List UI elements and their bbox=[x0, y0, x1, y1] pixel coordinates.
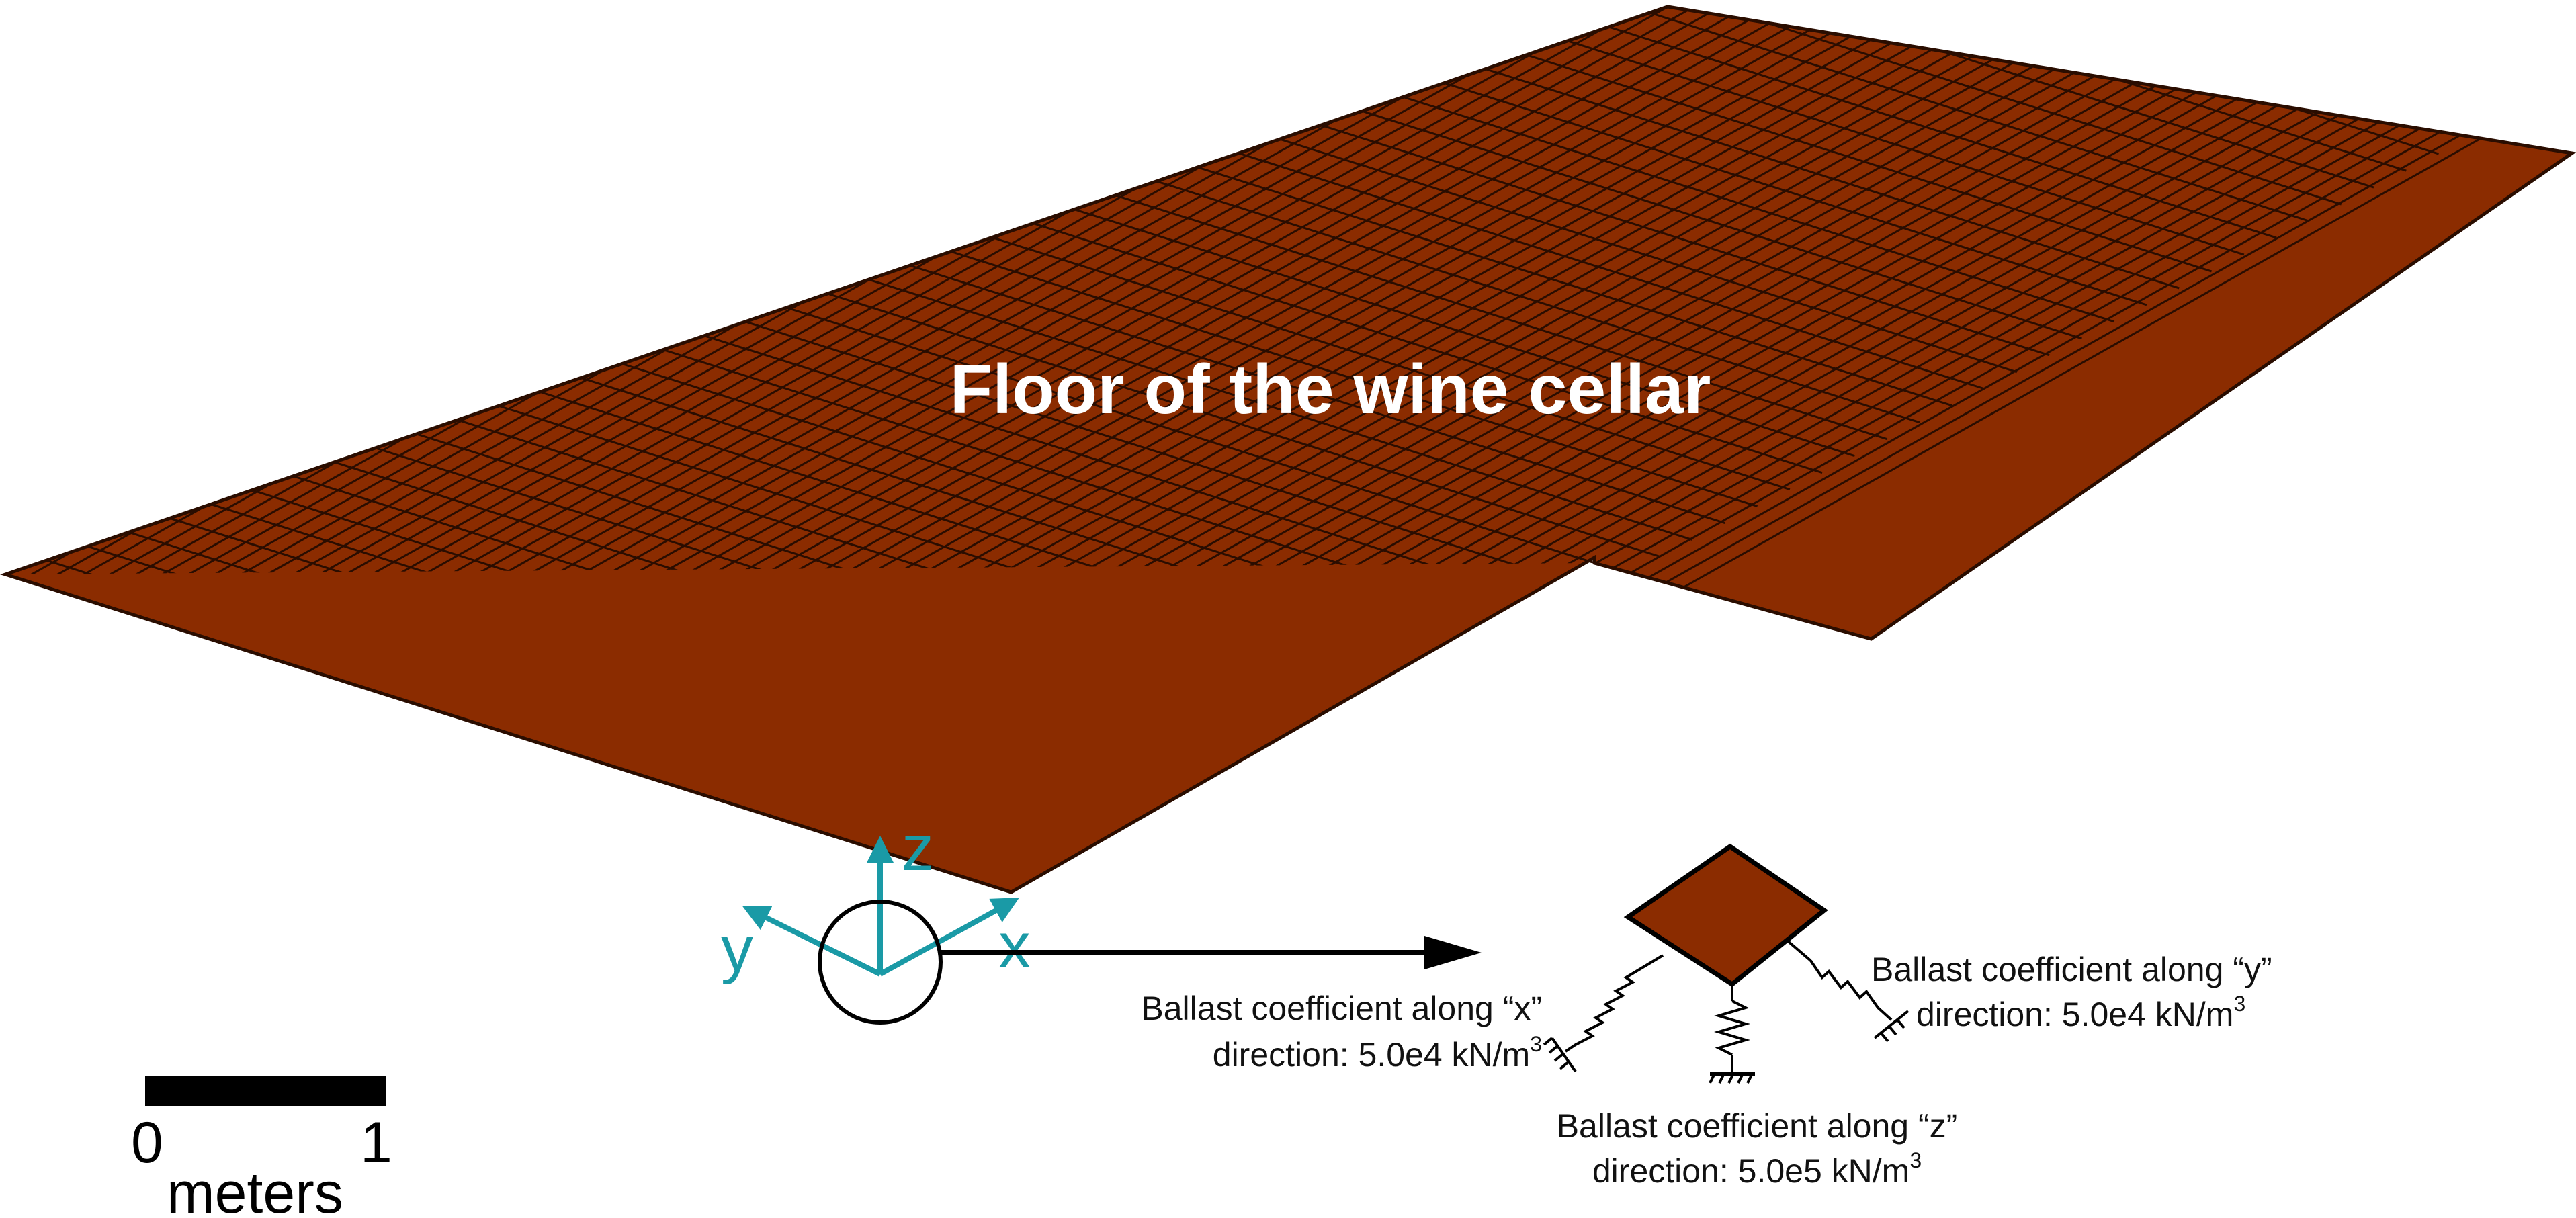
mesh-line-u bbox=[172, 7, 2572, 629]
mesh-line-v bbox=[1072, 7, 2180, 290]
mesh-line-u bbox=[390, 7, 2572, 639]
spring-y bbox=[1786, 939, 1909, 1043]
mesh-line-v bbox=[1202, 7, 2309, 222]
mesh-line-v bbox=[1299, 7, 2407, 172]
axis-label-x: x bbox=[998, 910, 1031, 982]
spring-x bbox=[1543, 954, 1664, 1073]
mesh-line-u bbox=[574, 7, 2572, 639]
ballast-x-note: Ballast coefficient along “x” direction:… bbox=[1141, 990, 1542, 1074]
ballast-x-line1: Ballast coefficient along “x” bbox=[1141, 990, 1542, 1027]
mesh-line-u bbox=[1061, 7, 2572, 639]
ballast-z-line2: direction: 5.0e5 kN/m3 bbox=[1592, 1148, 1922, 1190]
mesh-line-u bbox=[524, 7, 2572, 639]
mesh-line-u bbox=[642, 7, 2572, 639]
mesh-line-v bbox=[1234, 7, 2342, 206]
spring-z bbox=[1709, 984, 1755, 1084]
detail-element bbox=[1623, 843, 1828, 988]
mesh-line-u bbox=[440, 7, 2572, 639]
ballast-z-note: Ballast coefficient along “z” direction:… bbox=[1557, 1107, 1958, 1190]
mesh-line-u bbox=[357, 7, 2572, 639]
mesh-line-u bbox=[457, 7, 2572, 639]
axis-label-z: z bbox=[902, 812, 934, 884]
element-detail bbox=[1543, 843, 1909, 1084]
mesh-line-v bbox=[1169, 7, 2277, 239]
scale-end-label: 1 bbox=[360, 1111, 392, 1175]
ballast-y-line1: Ballast coefficient along “y” bbox=[1871, 951, 2272, 988]
mesh-line-u bbox=[374, 7, 2572, 639]
mesh-line-u bbox=[507, 7, 2572, 639]
mesh-line-u bbox=[608, 7, 2572, 639]
mesh-line-u bbox=[189, 7, 2572, 634]
mesh-line-u bbox=[474, 7, 2572, 639]
scale-bar-rect bbox=[145, 1076, 386, 1106]
scale-unit-label: meters bbox=[167, 1161, 343, 1218]
mesh-line-v bbox=[34, 474, 1142, 639]
mesh-line-u bbox=[239, 7, 2572, 639]
axis-label-y: y bbox=[721, 913, 753, 985]
mesh-line-u bbox=[273, 7, 2572, 639]
slab-surface bbox=[0, 5, 2576, 894]
mesh-line-u bbox=[256, 7, 2572, 639]
mesh-line-u bbox=[541, 7, 2572, 639]
mesh-line-u bbox=[490, 7, 2572, 639]
mesh-line-v bbox=[5, 491, 1109, 639]
mesh-line-u bbox=[206, 7, 2572, 639]
ballast-x-line2: direction: 5.0e4 kN/m3 bbox=[1213, 1032, 1542, 1074]
mesh-line-v bbox=[1624, 0, 2576, 3]
mesh-line-u bbox=[340, 7, 2572, 639]
mesh-line-v bbox=[1137, 7, 2245, 256]
mesh-line-v bbox=[5, 508, 1077, 639]
local-axes: z x y bbox=[721, 812, 1031, 985]
mesh-line-u bbox=[424, 7, 2572, 639]
scale-start-label: 0 bbox=[131, 1111, 163, 1175]
diagram-title: Floor of the wine cellar bbox=[950, 351, 1711, 429]
ballast-y-note: Ballast coefficient along “y” direction:… bbox=[1871, 951, 2272, 1033]
mesh-line-u bbox=[558, 7, 2572, 639]
mesh-line-u bbox=[1094, 7, 2572, 639]
floor-slab bbox=[0, 0, 2576, 894]
mesh-line-u bbox=[1078, 7, 2572, 639]
ballast-z-line1: Ballast coefficient along “z” bbox=[1557, 1107, 1958, 1145]
mesh-line-u bbox=[658, 7, 2572, 639]
mesh-line-u bbox=[407, 7, 2572, 639]
mesh-line-u bbox=[290, 7, 2572, 639]
mesh-line-u bbox=[306, 7, 2572, 639]
detail-pointer-arrowhead bbox=[1424, 936, 1482, 969]
scale-bar: 0 1 meters bbox=[131, 1076, 392, 1218]
mesh-line-v bbox=[1105, 7, 2213, 273]
mesh-line-u bbox=[591, 7, 2572, 639]
mesh-line-u bbox=[323, 7, 2572, 639]
mesh-line-u bbox=[222, 7, 2572, 639]
detail-circle bbox=[818, 900, 943, 1025]
ballast-y-line2: direction: 5.0e4 kN/m3 bbox=[1916, 992, 2245, 1033]
mesh-line-v bbox=[196, 390, 1304, 639]
mesh-line-u bbox=[625, 7, 2572, 639]
